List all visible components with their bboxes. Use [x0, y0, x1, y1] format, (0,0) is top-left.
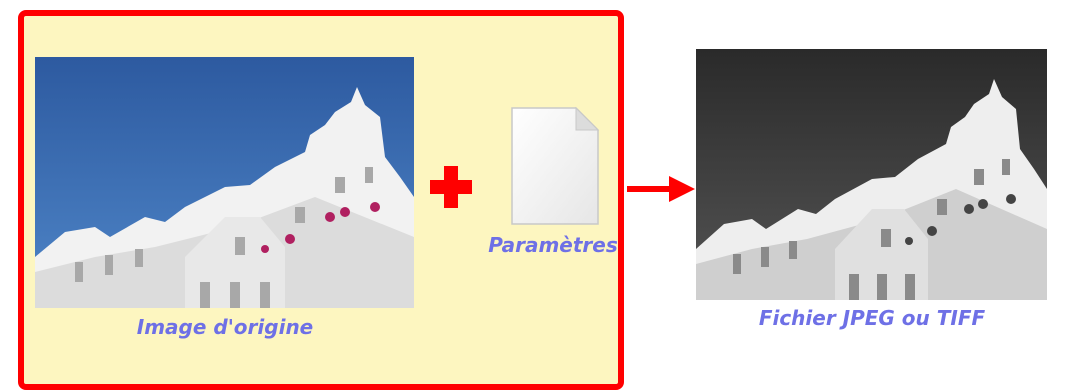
arrow-right-icon: [627, 170, 697, 210]
plus-icon: [428, 164, 474, 210]
output-caption: Fichier JPEG ou TIFF: [758, 306, 986, 330]
settings-caption: Paramètres: [488, 233, 618, 257]
original-image-caption: Image d'origine: [136, 315, 314, 339]
output-photo: [696, 49, 1047, 300]
document-icon: [506, 104, 602, 230]
original-photo: [35, 57, 414, 308]
